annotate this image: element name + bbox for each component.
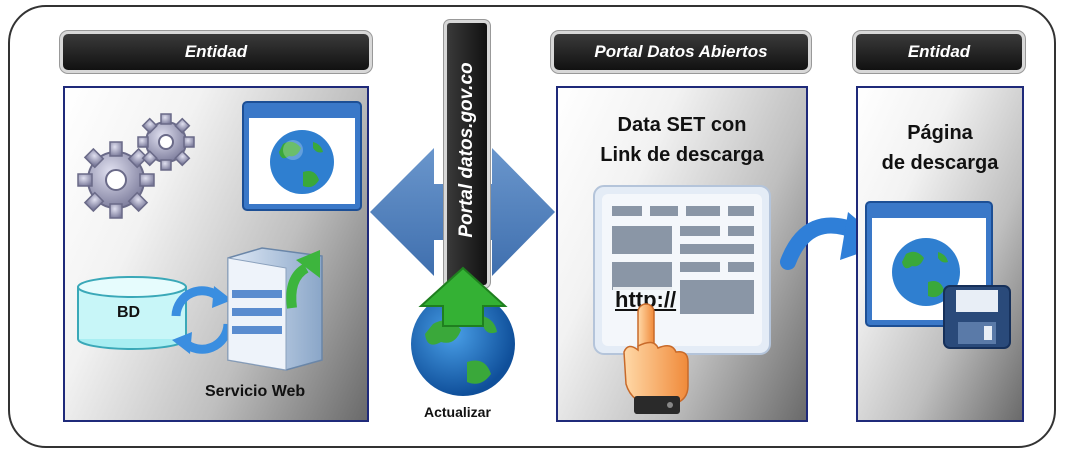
dataset-title-line1: Data SET con: [617, 114, 747, 136]
portal-vertical-label: [447, 23, 487, 285]
entity-left-label-text: Entidad: [184, 42, 248, 61]
servicio-web-label: Servicio Web: [205, 383, 306, 400]
database-label: BD: [117, 304, 141, 321]
portal-label: Portal Datos Abiertos: [554, 34, 808, 70]
sync-arrows-icon: [171, 286, 233, 354]
dataset-title: Data SET con Link de descarga: [556, 110, 808, 170]
pagina-title-line1: Página: [907, 122, 973, 144]
browser-save-icon: [865, 201, 1011, 349]
entity-right-label-text: Entidad: [907, 42, 971, 61]
actualizar-label: Actualizar: [424, 404, 491, 420]
pagina-title-line2: de descarga: [881, 152, 999, 174]
portal-vertical-text: Portal datos.gov.co: [456, 62, 477, 238]
globe-upload-icon: [411, 266, 515, 396]
entity-right-label: Entidad: [856, 34, 1022, 70]
pagina-title: Página de descarga: [856, 118, 1024, 178]
browser-globe-icon: [242, 101, 362, 211]
portal-label-text: Portal Datos Abiertos: [594, 42, 768, 61]
database-icon: [77, 276, 187, 350]
entity-left-label: Entidad: [63, 34, 369, 70]
pointing-hand-icon: [623, 303, 689, 414]
dataset-title-line2: Link de descarga: [600, 144, 764, 166]
upload-arrow-icon: [286, 250, 320, 309]
gear-icon: [77, 113, 195, 219]
